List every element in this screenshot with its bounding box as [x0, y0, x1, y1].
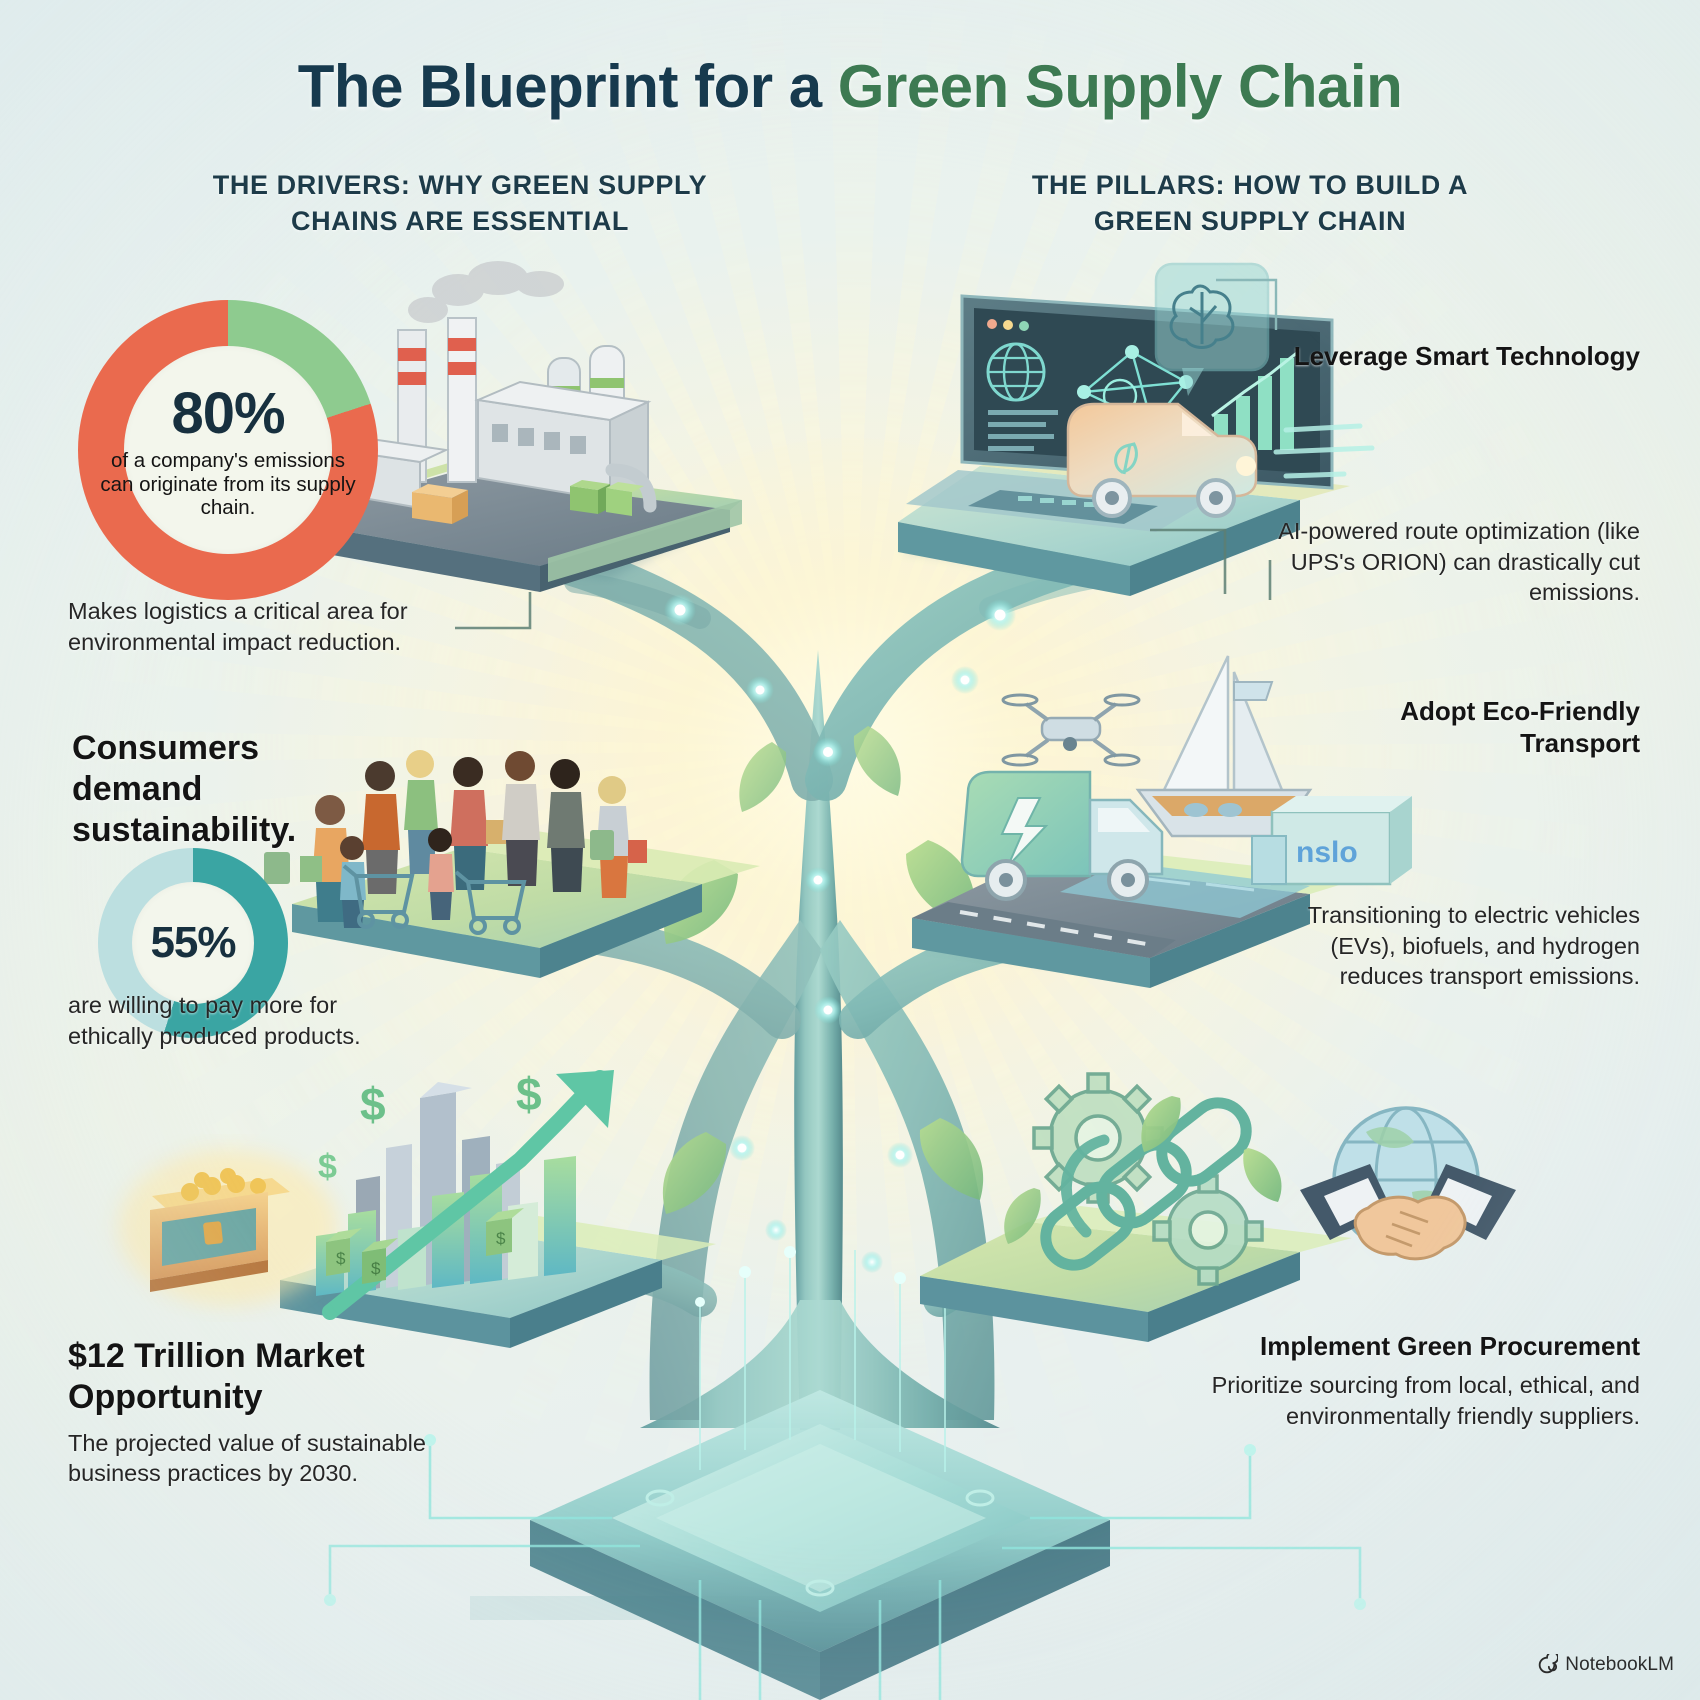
svg-text:$: $ [318, 1148, 337, 1186]
platform-smart-technology [898, 262, 1375, 596]
treasure-chest [150, 1168, 290, 1292]
pillar-1-headline: Leverage Smart Technology [1293, 341, 1640, 371]
pillar-3-body: Prioritize sourcing from local, ethical,… [1211, 1372, 1640, 1429]
donut-description-80: of a company's emissions can originate f… [100, 448, 356, 520]
growth-bars: $ $ $ $ $ $ [316, 1068, 614, 1320]
pillar-3-block: Implement Green Procurement Prioritize s… [1200, 1330, 1640, 1431]
chain-icon [1040, 1097, 1252, 1271]
shopper-figures [264, 750, 647, 935]
pillar-1-body-block: AI-powered route optimization (like UPS'… [1230, 516, 1640, 608]
driver-3-block: $12 Trillion Market Opportunity The proj… [68, 1336, 448, 1489]
page-title: The Blueprint for a Green Supply Chain [0, 52, 1700, 121]
title-part-primary: The Blueprint for a [297, 53, 838, 120]
column-heading-pillars: THE PILLARS: HOW TO BUILD A GREEN SUPPLY… [1031, 170, 1469, 236]
svg-text:$: $ [496, 1229, 506, 1248]
sailboat [1135, 655, 1313, 838]
title-part-accent: Green Supply Chain [837, 53, 1403, 120]
column-heading-drivers: THE DRIVERS: WHY GREEN SUPPLY CHAINS ARE… [212, 170, 708, 236]
gear-icon-secondary [1152, 1174, 1264, 1286]
pillar-3-headline: Implement Green Procurement [1260, 1331, 1640, 1361]
driver-3-headline: $12 Trillion Market Opportunity [68, 1337, 365, 1416]
tree-base-pedestal [324, 1246, 1366, 1700]
delivery-van [1066, 402, 1375, 518]
driver-2-headline: Consumers demand sustainability. [72, 729, 297, 849]
driver-2-caption: are willing to pay more for ethically pr… [68, 992, 361, 1049]
donut-chart-emissions: 80% of a company's emissions can origina… [78, 300, 378, 600]
donut-value-80: 80% [171, 380, 285, 446]
driver-1-caption-block: Makes logistics a critical area for envi… [68, 596, 488, 657]
donut-value-55: 55% [150, 918, 236, 967]
driver-3-caption: The projected value of sustainable busin… [68, 1429, 426, 1487]
notebooklm-watermark: NotebookLM [1536, 1654, 1674, 1676]
platform-eco-transport: nslo [912, 655, 1412, 988]
donut-hole [132, 882, 254, 1004]
svg-text:nslo: nslo [1296, 836, 1358, 869]
pillar-2-body: Transitioning to electric vehicles (EVs)… [1307, 902, 1640, 990]
ai-brain-icon [1154, 262, 1270, 396]
pillar-1-headline-block: Leverage Smart Technology [1240, 340, 1640, 372]
platform-green-procurement [920, 1072, 1516, 1342]
driver-1-caption: Makes logistics a critical area for envi… [68, 598, 408, 655]
pillar-1-body: AI-powered route optimization (like UPS'… [1278, 518, 1640, 606]
svg-text:$: $ [516, 1068, 542, 1120]
driver-2-headline-block: Consumers demand sustainability. [72, 728, 372, 850]
svg-text:$: $ [360, 1078, 386, 1130]
donut-chart-consumers: 55% [98, 848, 288, 1038]
pillar-2-headline: Adopt Eco-Friendly Transport [1400, 696, 1640, 759]
notebooklm-spiral-icon [1539, 1654, 1559, 1674]
pillar-2-body-block: Transitioning to electric vehicles (EVs)… [1280, 900, 1640, 992]
platform-market-opportunity: $ $ $ $ $ $ [118, 1068, 716, 1348]
watermark-label: NotebookLM [1565, 1654, 1674, 1675]
branch-glow-nodes [664, 594, 1016, 1273]
pillar-2-headline-block: Adopt Eco-Friendly Transport [1290, 695, 1640, 759]
svg-text:$: $ [336, 1249, 346, 1268]
electric-truck [960, 770, 1164, 901]
handshake-icon [1300, 1164, 1516, 1261]
drone-icon [1001, 693, 1141, 767]
platform-shoppers [264, 750, 760, 978]
platform-factory [282, 261, 742, 592]
donut-hole [124, 346, 332, 554]
driver-2-caption-block: are willing to pay more for ethically pr… [68, 990, 398, 1051]
hydrogen-containers: nslo [1251, 796, 1412, 886]
factory-buildings [348, 261, 657, 524]
svg-text:$: $ [371, 1259, 381, 1278]
